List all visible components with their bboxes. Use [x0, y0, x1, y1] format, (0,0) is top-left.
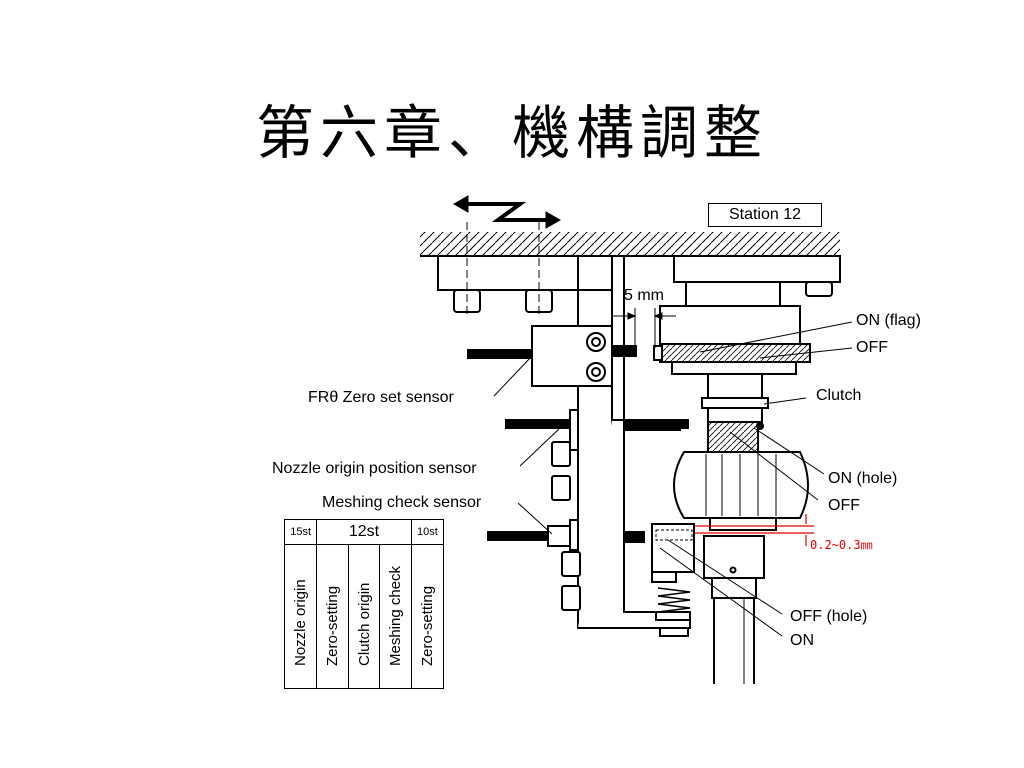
callout-off-hole: OFF (hole)	[790, 608, 868, 625]
zero-set-sensor-block	[467, 325, 637, 387]
nozzle-origin-sensor-label: Nozzle origin position sensor	[272, 460, 477, 477]
ceiling-frame	[420, 232, 840, 257]
nozzle-origin-sensor	[505, 409, 689, 501]
legend-header: 12st	[316, 519, 412, 545]
meshing-lever	[651, 523, 695, 621]
callout-clutch: Clutch	[816, 387, 862, 404]
legend-header: 15st	[283, 519, 318, 545]
legend-cell: Zero-setting	[410, 544, 445, 689]
callout-off-flag: OFF	[856, 339, 888, 356]
legend-cell: Meshing check	[379, 544, 412, 689]
meshing-check-sensor-label: Meshing check sensor	[322, 494, 482, 511]
legend-cell: Zero-setting	[316, 544, 349, 689]
mounting-block	[437, 222, 579, 318]
callout-on-hole: ON (hole)	[828, 470, 898, 487]
legend-column-label: Clutch origin	[355, 582, 373, 666]
legend-cell: Nozzle origin	[283, 544, 318, 689]
legend-column-label: Nozzle origin	[292, 579, 309, 666]
legend-column-label: Zero-setting	[418, 585, 436, 666]
zero-set-sensor-label: FRθ Zero set sensor	[308, 389, 454, 406]
station-housing	[653, 255, 841, 375]
callout-on: ON	[790, 632, 814, 649]
rotating-drum	[673, 451, 809, 531]
leader-lines	[493, 321, 853, 637]
gap-marker	[690, 514, 814, 546]
legend-column-label: Zero-setting	[324, 585, 342, 666]
legend-header: 10st	[410, 519, 445, 545]
legend-cell: Clutch origin	[347, 544, 381, 689]
callout-on-flag: ON (flag)	[856, 312, 921, 329]
dimension-label: 5 mm	[624, 287, 664, 304]
legend-column-label: Meshing check	[387, 565, 405, 666]
nozzle-shaft	[703, 535, 765, 684]
station-legend-table: 15st 12st 10st Nozzle origin Zero-settin…	[283, 519, 445, 689]
movement-arrow-icon	[452, 195, 562, 229]
callout-gap: 0.2~0.3㎜	[810, 538, 873, 552]
station-label: Station 12	[708, 203, 822, 227]
clutch	[701, 373, 769, 453]
dimension-5mm	[612, 308, 676, 348]
slide-title: 第六章、機構調整	[255, 99, 768, 167]
callout-off-hole-upper: OFF	[828, 497, 860, 514]
meshing-check-sensor	[487, 519, 689, 637]
